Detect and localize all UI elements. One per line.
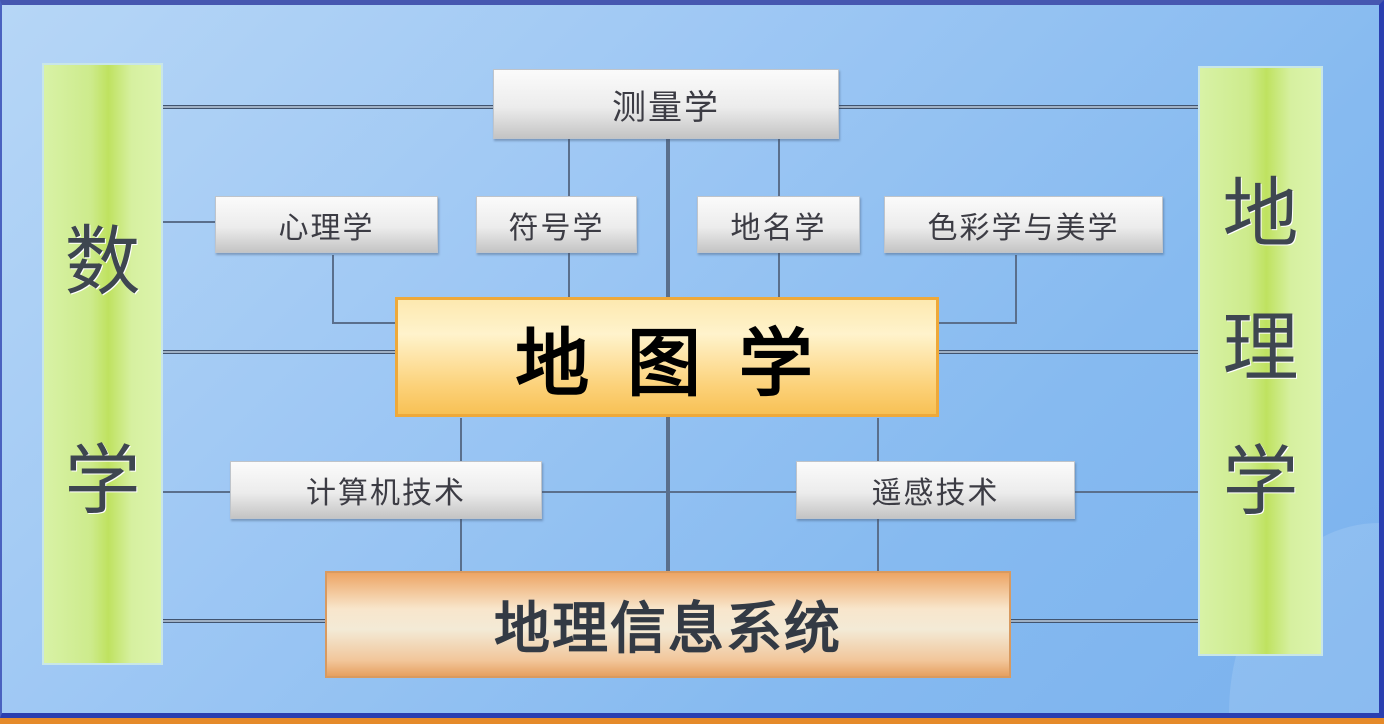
geography-char: 学 bbox=[1222, 437, 1299, 526]
connector-math-computer bbox=[162, 491, 234, 493]
connector-gis-geography bbox=[1008, 619, 1202, 623]
psychology-box: 心理学 bbox=[215, 196, 438, 253]
connector-color-down bbox=[1015, 255, 1017, 324]
connector-psychology-down bbox=[332, 255, 334, 324]
semiotics-box: 符号学 bbox=[476, 196, 637, 253]
math-column: 数 学 bbox=[42, 63, 163, 665]
cartography-box: 地 图 学 bbox=[395, 297, 939, 417]
connector-math-psychology bbox=[162, 221, 219, 223]
connector-psychology-elbow bbox=[332, 322, 399, 324]
math-char: 数 bbox=[64, 216, 141, 306]
connector-math-gis bbox=[162, 619, 329, 623]
connector-math-surveying bbox=[162, 105, 497, 109]
computer-tech-box: 计算机技术 bbox=[230, 461, 542, 519]
connector-math-cartography bbox=[162, 350, 399, 354]
math-char: 学 bbox=[64, 435, 141, 525]
geography-column: 地 理 学 bbox=[1198, 66, 1323, 656]
connector-computer-remote bbox=[540, 491, 800, 493]
connector-color-elbow bbox=[937, 322, 1017, 324]
connector-cartography-geography bbox=[937, 350, 1202, 354]
connector-remote-geography bbox=[1073, 491, 1202, 493]
geography-char: 地 bbox=[1222, 169, 1299, 258]
remote-sensing-box: 遥感技术 bbox=[796, 461, 1075, 519]
gis-box: 地理信息系统 bbox=[325, 571, 1011, 678]
connector-surveying-geography bbox=[838, 105, 1202, 109]
geography-char: 理 bbox=[1222, 303, 1299, 392]
toponymy-box: 地名学 bbox=[697, 196, 860, 253]
color-aesthetics-box: 色彩学与美学 bbox=[884, 196, 1163, 253]
surveying-box: 测量学 bbox=[493, 69, 839, 139]
